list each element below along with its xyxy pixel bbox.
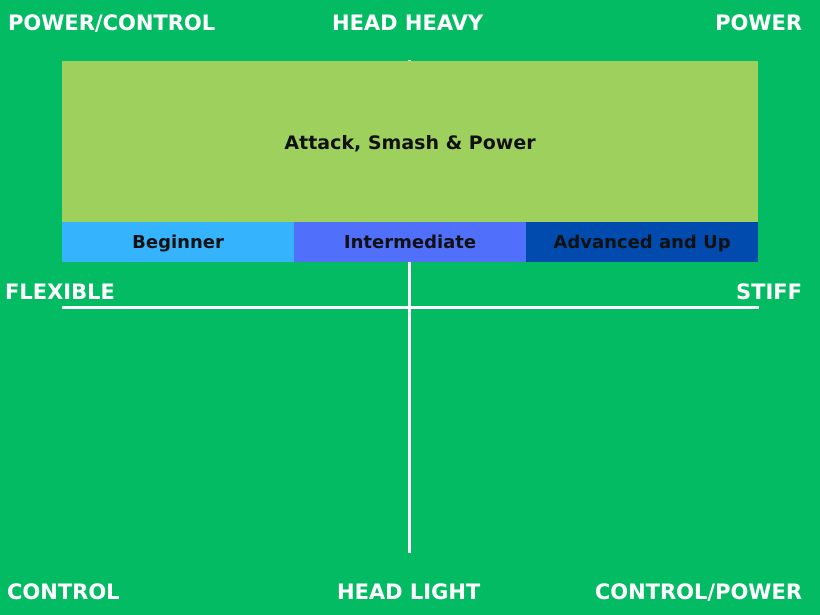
attack-zone-label: Attack, Smash & Power bbox=[284, 131, 536, 154]
horizontal-axis-line bbox=[62, 306, 759, 309]
label-mid-left: FLEXIBLE bbox=[5, 280, 115, 304]
label-bottom-left: CONTROL bbox=[7, 580, 120, 604]
label-top-center: HEAD HEAVY bbox=[332, 11, 484, 35]
skill-level-bar: Beginner Intermediate Advanced and Up bbox=[62, 222, 758, 262]
level-advanced: Advanced and Up bbox=[526, 222, 758, 262]
label-top-left: POWER/CONTROL bbox=[8, 11, 216, 35]
level-intermediate: Intermediate bbox=[294, 222, 526, 262]
label-mid-right: STIFF bbox=[736, 280, 802, 304]
attack-zone-box: Attack, Smash & Power bbox=[62, 61, 758, 222]
label-bottom-center: HEAD LIGHT bbox=[337, 580, 481, 604]
label-bottom-right: CONTROL/POWER bbox=[594, 580, 802, 604]
label-top-right: POWER bbox=[715, 11, 802, 35]
level-beginner: Beginner bbox=[62, 222, 294, 262]
